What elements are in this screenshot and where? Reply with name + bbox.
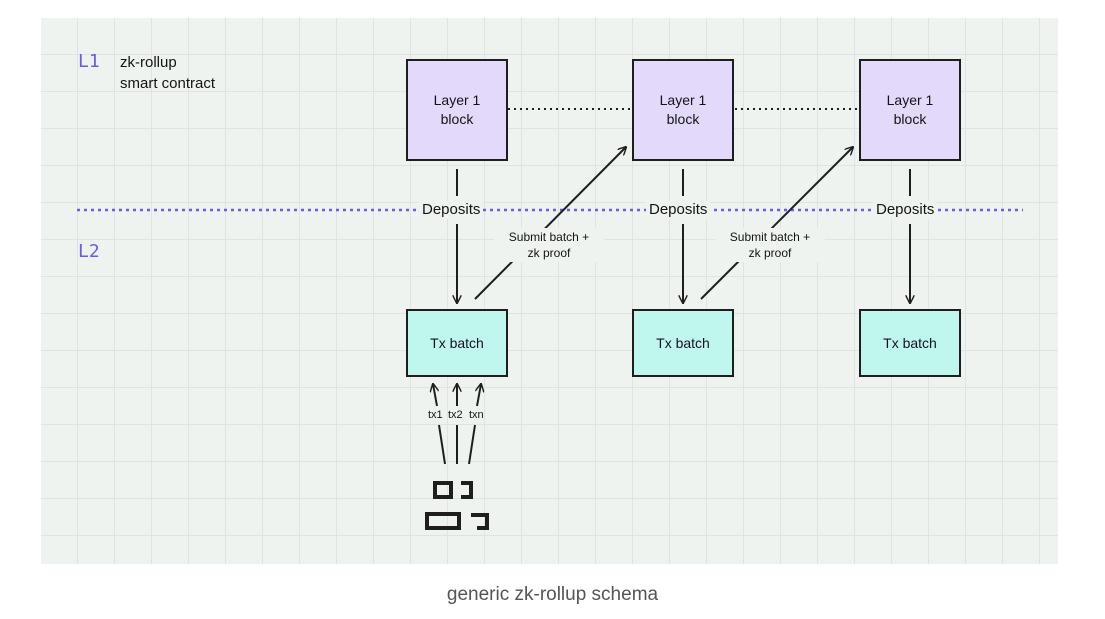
layer1-block-label: Layer 1 block [886, 92, 934, 127]
layer1-block-3: Layer 1 block [859, 59, 961, 161]
tx-arrow-3 [477, 384, 481, 407]
tx-batch-2: Tx batch [632, 309, 734, 377]
deposits-label-1: Deposits [419, 201, 484, 219]
layer1-block-label: Layer 1 block [433, 92, 481, 127]
users-icon [425, 481, 489, 530]
submit-arrow-1 [474, 147, 626, 300]
layer2-tag: L2 [78, 241, 100, 262]
contract-label: zk-rollup smart contract [120, 54, 216, 92]
tx-batch-label: Tx batch [656, 334, 710, 351]
layer1-block-label: Layer 1 block [659, 92, 707, 127]
tx-batch-label: Tx batch [883, 334, 937, 351]
tx-batch-label: Tx batch [430, 334, 484, 351]
submit-label-2: Submit batch + zk proof [715, 228, 825, 262]
tx-batch-1: Tx batch [406, 309, 508, 377]
tx-label-1: tx1 [428, 409, 443, 421]
deposits-label-3: Deposits [873, 201, 938, 219]
tx-label-3: txn [469, 409, 484, 421]
tx-line-3 [468, 424, 476, 465]
tx-batch-3: Tx batch [859, 309, 961, 377]
layer1-block-1: Layer 1 block [406, 59, 508, 161]
layer1-tag: L1 [78, 51, 100, 72]
figure-caption: generic zk-rollup schema [446, 584, 659, 605]
tx-label-2: tx2 [448, 409, 463, 421]
deposits-label-2: Deposits [646, 201, 711, 219]
tx-line-1 [438, 424, 446, 465]
tx-arrow-1 [433, 384, 437, 407]
layer1-block-2: Layer 1 block [632, 59, 734, 161]
submit-label-1: Submit batch + zk proof [494, 228, 604, 262]
submit-arrow-2 [700, 147, 853, 300]
diagram-connectors [77, 108, 1023, 530]
diagram-canvas: L1 L2 zk-rollup smart contract Layer 1 b… [41, 18, 1058, 564]
